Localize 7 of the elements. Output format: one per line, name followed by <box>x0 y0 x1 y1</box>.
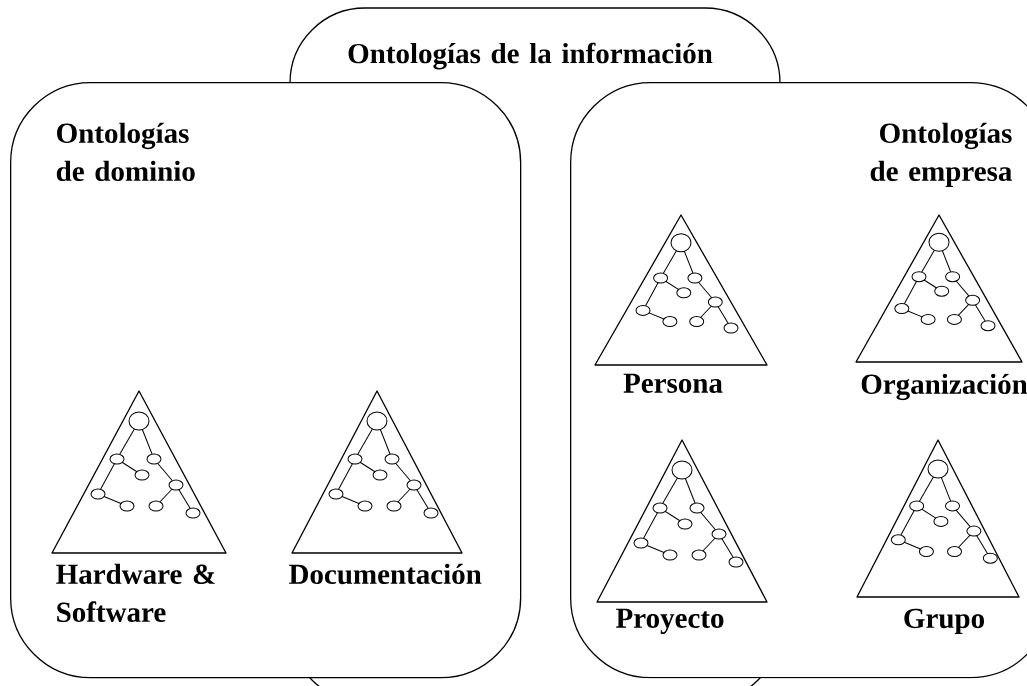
panel-box: Ontologías de la información <box>289 7 781 84</box>
ontology-label: Hardware & Software <box>56 563 215 623</box>
ontology-label: Documentación <box>289 563 482 585</box>
ontology-label: Persona <box>623 373 723 393</box>
ontology-label: Organización <box>861 373 1027 401</box>
ontology-label: Proyecto <box>616 608 724 634</box>
ontology-label: Grupo <box>904 608 984 635</box>
